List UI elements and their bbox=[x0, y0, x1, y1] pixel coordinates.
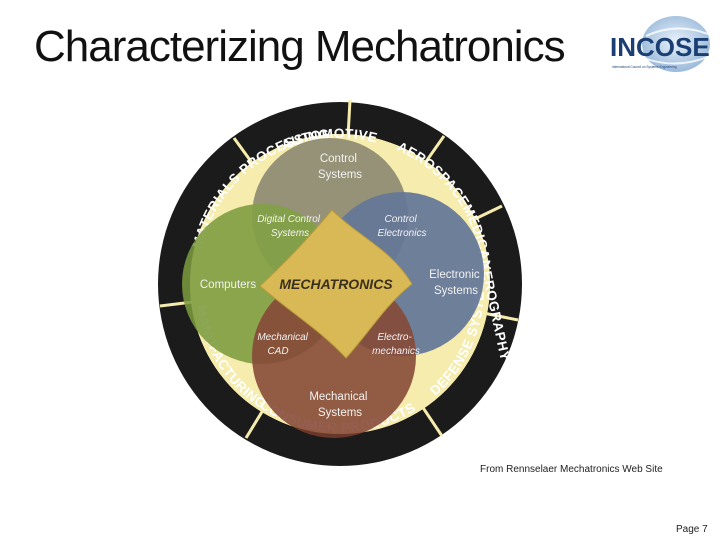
electronic-systems-label-2: Systems bbox=[434, 285, 478, 297]
svg-text:Control Electronics: Control Electronics bbox=[378, 214, 427, 239]
logo-tagline: International Council on Systems Enginee… bbox=[612, 65, 677, 69]
svg-text:Control Systems: Control Systems bbox=[318, 153, 362, 181]
svg-text:Digital Control Systems: Digital Control Systems bbox=[257, 214, 323, 239]
digital-control-label-2: Systems bbox=[271, 228, 309, 239]
computers-label: Computers bbox=[200, 279, 256, 291]
mechanical-cad-label-1: Mechanical bbox=[257, 332, 308, 343]
mechanical-systems-label-2: Systems bbox=[318, 407, 362, 419]
svg-text:Mechanical Systems: Mechanical Systems bbox=[309, 391, 370, 419]
mechatronics-center bbox=[259, 209, 413, 359]
logo-wordmark: INCOSE bbox=[610, 32, 710, 62]
slide-title: Characterizing Mechatronics bbox=[34, 22, 566, 71]
page-number: Page 7 bbox=[676, 524, 708, 535]
mechatronics-label: MECHATRONICS bbox=[279, 276, 393, 292]
control-systems-label-2: Systems bbox=[318, 169, 362, 181]
svg-text:Electro- mechanics: Electro- mechanics bbox=[372, 332, 420, 357]
control-electronics-label-1: Control bbox=[384, 214, 417, 225]
mechanical-systems-label-1: Mechanical bbox=[309, 391, 367, 403]
mechanical-cad-label-2: CAD bbox=[267, 346, 288, 357]
electronic-systems-label-1: Electronic bbox=[429, 269, 480, 281]
control-systems-label-1: Control bbox=[320, 153, 357, 165]
mechatronics-diagram: MATERIALS PROCESSING AUTOMOTIVE AEROSPAC… bbox=[150, 98, 522, 466]
control-electronics-label-2: Electronics bbox=[378, 228, 427, 239]
electromechanics-label-1: Electro- bbox=[377, 332, 412, 343]
svg-text:Electronic Systems: Electronic Systems bbox=[429, 269, 483, 297]
incose-logo: INCOSE International Council on Systems … bbox=[610, 16, 711, 72]
electromechanics-label-2: mechanics bbox=[372, 346, 420, 357]
svg-text:Mechanical CAD: Mechanical CAD bbox=[257, 332, 310, 357]
digital-control-label-1: Digital Control bbox=[257, 214, 321, 225]
source-caption: From Rennselaer Mechatronics Web Site bbox=[480, 464, 663, 475]
